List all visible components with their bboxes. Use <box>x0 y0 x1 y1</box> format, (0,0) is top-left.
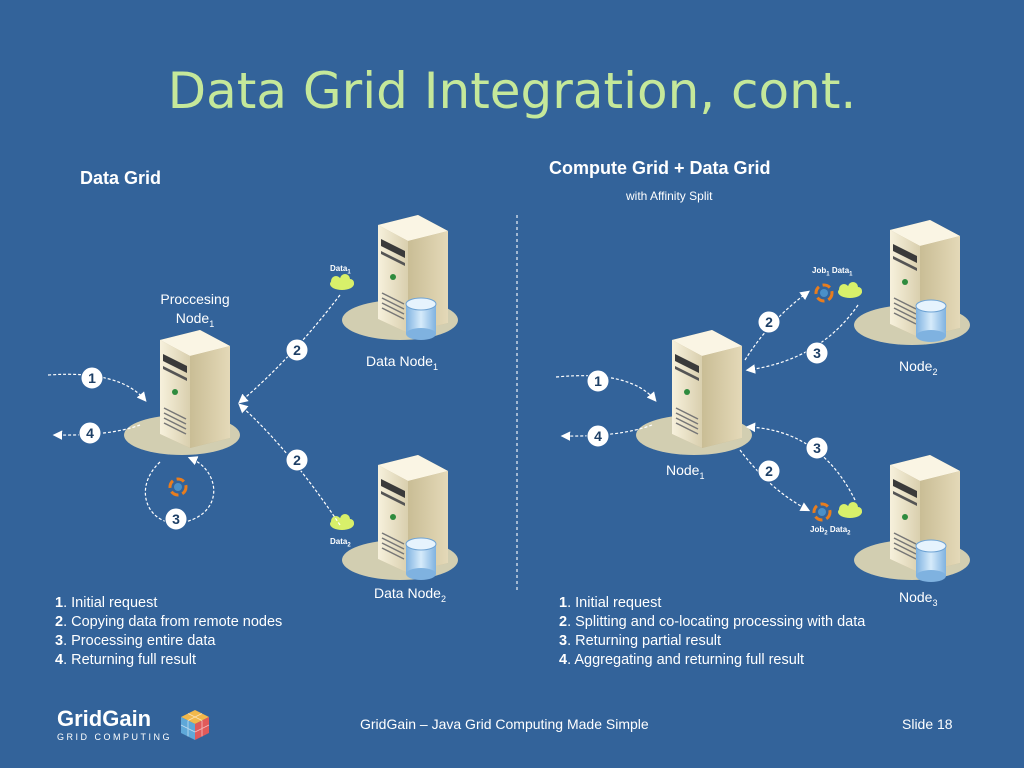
node2-database-icon <box>915 299 947 343</box>
data-node1-label: Data Node1 <box>366 353 438 372</box>
node2-server-icon <box>853 219 971 346</box>
node3-database-icon <box>915 539 947 583</box>
node3-label: Node3 <box>899 589 938 608</box>
data1-cloud-icon <box>330 274 354 290</box>
node2-label: Node2 <box>899 358 938 377</box>
right-arrow-2b <box>739 449 811 512</box>
left-arrow-1 <box>47 373 147 402</box>
right-step-4: 4 <box>594 428 602 444</box>
data1-tag: Data1 <box>330 264 351 276</box>
right-legend: 1. Initial request 2. Splitting and co-l… <box>559 594 865 670</box>
job2-gear-icon <box>812 502 832 522</box>
left-arrow-4 <box>52 424 141 440</box>
left-legend-item-2: 2. Copying data from remote nodes <box>55 614 283 630</box>
left-arrow-2b <box>238 403 341 526</box>
slide-number: Slide 18 <box>902 716 953 732</box>
right-step-3a: 3 <box>813 345 821 361</box>
cube-logo-icon <box>180 710 210 740</box>
left-legend: 1. Initial request 2. Copying data from … <box>55 594 282 670</box>
right-legend-item-1: 1. Initial request <box>559 595 662 611</box>
data2-tag: Data2 <box>330 537 351 549</box>
logo-name: GridGain <box>57 706 152 731</box>
data-node2-database-icon <box>405 537 437 581</box>
footer-text: GridGain – Java Grid Computing Made Simp… <box>360 716 649 732</box>
left-legend-item-3: 3. Processing entire data <box>55 633 216 649</box>
data-node1-database-icon <box>405 297 437 341</box>
data-node2-server-icon <box>341 454 459 581</box>
processing-gear-icon <box>168 477 188 497</box>
right-legend-item-2: 2. Splitting and co-locating processing … <box>559 614 866 630</box>
node1-label: Node1 <box>666 462 705 481</box>
right-legend-item-4: 4. Aggregating and returning full result <box>559 652 805 668</box>
right-step-2a: 2 <box>765 314 773 330</box>
right-arrow-3a <box>745 304 859 374</box>
left-step-1: 1 <box>88 370 96 386</box>
left-step-3: 3 <box>172 511 180 527</box>
slide-title: Data Grid Integration, cont. <box>167 62 857 120</box>
logo-tagline: GRID COMPUTING <box>57 732 172 742</box>
node3-server-icon <box>853 454 971 581</box>
processing-node-server-icon <box>123 329 241 456</box>
right-step-1: 1 <box>594 373 602 389</box>
data2-right-cloud-icon <box>838 502 862 518</box>
left-section-title: Data Grid <box>80 168 162 188</box>
data-node2-label: Data Node2 <box>374 585 446 604</box>
right-arrow-4 <box>560 424 653 441</box>
processing-node-label: Proccesing Node1 <box>160 291 230 329</box>
left-step-2a: 2 <box>293 342 301 358</box>
right-step-3b: 3 <box>813 440 821 456</box>
node1-server-icon <box>635 329 753 456</box>
data1-right-cloud-icon <box>838 282 862 298</box>
job2-data2-tag: Job2 Data2 <box>810 525 851 537</box>
right-legend-item-3: 3. Returning partial result <box>559 633 722 649</box>
left-step-2b: 2 <box>293 452 301 468</box>
right-arrow-1 <box>555 375 657 402</box>
left-legend-item-1: 1. Initial request <box>55 595 158 611</box>
data-node1-server-icon <box>341 214 459 341</box>
job1-gear-icon <box>814 283 834 303</box>
right-section-subtitle: with Affinity Split <box>626 189 713 203</box>
right-arrow-3b <box>745 422 856 501</box>
left-legend-item-4: 4. Returning full result <box>55 652 197 668</box>
job1-data1-tag: Job1 Data1 <box>812 266 853 278</box>
right-step-2b: 2 <box>765 463 773 479</box>
left-step-4: 4 <box>86 425 94 441</box>
gridgain-logo: GridGain GRID COMPUTING <box>57 708 212 742</box>
right-section-title: Compute Grid + Data Grid <box>549 158 771 178</box>
